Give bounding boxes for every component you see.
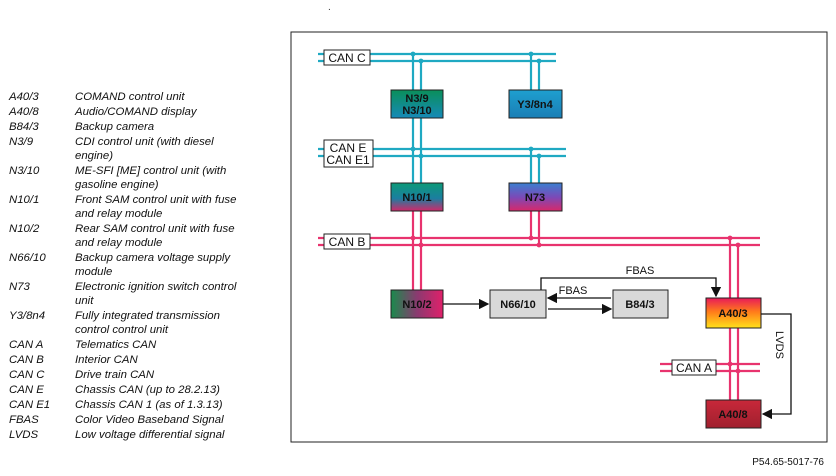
legend-code: A40/8 [9, 106, 39, 118]
legend-row: CAN A Telematics CAN [9, 338, 279, 352]
legend-row: A40/3 COMAND control unit [9, 90, 279, 104]
svg-text:N3/9: N3/9 [405, 93, 428, 105]
legend-desc: Electronic ignition switch control unit [75, 281, 237, 307]
can-b-label: CAN B [323, 233, 371, 250]
legend: A40/3 COMAND control unit A40/8 Audio/COMA… [9, 90, 279, 443]
legend-code: N73 [9, 281, 30, 293]
svg-text:Y3/8n4: Y3/8n4 [517, 99, 553, 111]
legend-desc: Fully integrated transmission control co… [75, 310, 220, 336]
stray-dot: . [328, 2, 331, 13]
svg-text:A40/8: A40/8 [718, 409, 747, 421]
legend-desc: Drive train CAN [75, 369, 155, 381]
legend-desc: Front SAM control unit with fuse and rel… [75, 194, 237, 220]
legend-code: FBAS [9, 414, 39, 426]
legend-desc: Low voltage differential signal [75, 429, 225, 441]
legend-code: LVDS [9, 429, 39, 441]
legend-code: N3/10 [9, 165, 40, 177]
can-a-label: CAN A [671, 359, 717, 376]
legend-code: N10/1 [9, 194, 40, 206]
svg-text:CAN E1: CAN E1 [326, 153, 370, 167]
svg-text:CAN C: CAN C [328, 51, 366, 65]
unit-n3-9-n3-10: N3/9 N3/10 [390, 89, 444, 119]
legend-code: N3/9 [9, 136, 34, 148]
legend-row: LVDS Low voltage differential signal [9, 428, 279, 442]
unit-a40-8: A40/8 [705, 399, 762, 429]
legend-row: CAN E1 Chassis CAN 1 (as of 1.3.13) [9, 398, 279, 412]
fbas-top-label: FBAS [626, 265, 655, 277]
can-c-label: CAN C [323, 49, 371, 66]
unit-y3-8n4: Y3/8n4 [508, 89, 563, 119]
legend-desc: Interior CAN [75, 354, 138, 366]
legend-desc: COMAND control unit [75, 91, 185, 103]
legend-desc: ME-SFI [ME] control unit (with gasoline … [75, 165, 227, 191]
legend-row: CAN E Chassis CAN (up to 28.2.13) [9, 383, 279, 397]
unit-n73: N73 [508, 182, 563, 212]
svg-text:N3/10: N3/10 [402, 105, 431, 117]
legend-code: CAN C [9, 369, 45, 381]
fbas-mid-signal [546, 292, 613, 315]
legend-row: N10/2 Rear SAM control unit with fuse and… [9, 222, 279, 250]
legend-code: N10/2 [9, 223, 40, 235]
legend-row: N73 Electronic ignition switch control un… [9, 280, 279, 308]
can-e-junctions [410, 146, 542, 159]
legend-row: FBAS Color Video Baseband Signal [9, 413, 279, 427]
diagram-frame [290, 31, 828, 443]
legend-code: CAN A [9, 339, 44, 351]
legend-desc: Backup camera voltage supply module [75, 252, 231, 278]
lvds-signal [761, 313, 792, 420]
legend-row: B84/3 Backup camera [9, 120, 279, 134]
legend-desc: Chassis CAN (up to 28.2.13) [75, 384, 220, 396]
legend-code: CAN E [9, 384, 44, 396]
unit-a40-3: A40/3 [705, 297, 762, 329]
legend-desc: Audio/COMAND display [75, 106, 197, 118]
lvds-label: LVDS [773, 331, 785, 359]
legend-row: N66/10 Backup camera voltage supply modul… [9, 251, 279, 279]
legend-desc: Backup camera [75, 121, 155, 133]
legend-code: N66/10 [9, 252, 46, 264]
can-c-junctions [410, 51, 542, 64]
legend-code: CAN E1 [9, 399, 51, 411]
svg-text:N73: N73 [525, 192, 545, 204]
legend-row: N3/9 CDI control unit (with diesel engine… [9, 135, 279, 163]
svg-text:N66/10: N66/10 [500, 299, 535, 311]
can-e-label: CAN E CAN E1 [323, 139, 374, 168]
legend-row: CAN C Drive train CAN [9, 368, 279, 382]
fbas-mid-label: FBAS [559, 285, 588, 297]
can-b-junctions [410, 235, 741, 248]
svg-text:N10/2: N10/2 [402, 299, 431, 311]
unit-n10-1: N10/1 [390, 182, 444, 212]
legend-row: N10/1 Front SAM control unit with fuse an… [9, 193, 279, 221]
legend-row: Y3/8n4 Fully integrated transmission cont… [9, 309, 279, 337]
svg-text:A40/3: A40/3 [718, 308, 747, 320]
can-b-bus [318, 210, 760, 298]
unit-n10-2: N10/2 [390, 289, 444, 319]
legend-desc: Telematics CAN [75, 339, 157, 351]
legend-code: A40/3 [9, 91, 39, 103]
can-a-junctions [727, 361, 741, 374]
legend-desc: Color Video Baseband Signal [75, 414, 224, 426]
fbas-top-signal [540, 277, 722, 298]
legend-row: A40/8 Audio/COMAND display [9, 105, 279, 119]
svg-text:CAN E: CAN E [330, 141, 367, 155]
legend-desc: Chassis CAN 1 (as of 1.3.13) [75, 399, 223, 411]
legend-desc: Rear SAM control unit with fuse and rela… [75, 223, 235, 249]
svg-text:B84/3: B84/3 [625, 299, 654, 311]
legend-row: N3/10 ME-SFI [ME] control unit (with gaso… [9, 164, 279, 192]
svg-text:CAN B: CAN B [329, 235, 366, 249]
legend-code: B84/3 [9, 121, 39, 133]
legend-code: CAN B [9, 354, 44, 366]
legend-desc: CDI control unit (with diesel engine) [75, 136, 214, 162]
legend-code: Y3/8n4 [9, 310, 46, 322]
unit-b84-3: B84/3 [612, 289, 669, 319]
unit-n66-10: N66/10 [489, 289, 547, 319]
svg-text:CAN A: CAN A [676, 361, 712, 375]
legend-row: CAN B Interior CAN [9, 353, 279, 367]
svg-text:N10/1: N10/1 [402, 192, 431, 204]
figure-id: P54.65-5017-76 [752, 457, 824, 468]
